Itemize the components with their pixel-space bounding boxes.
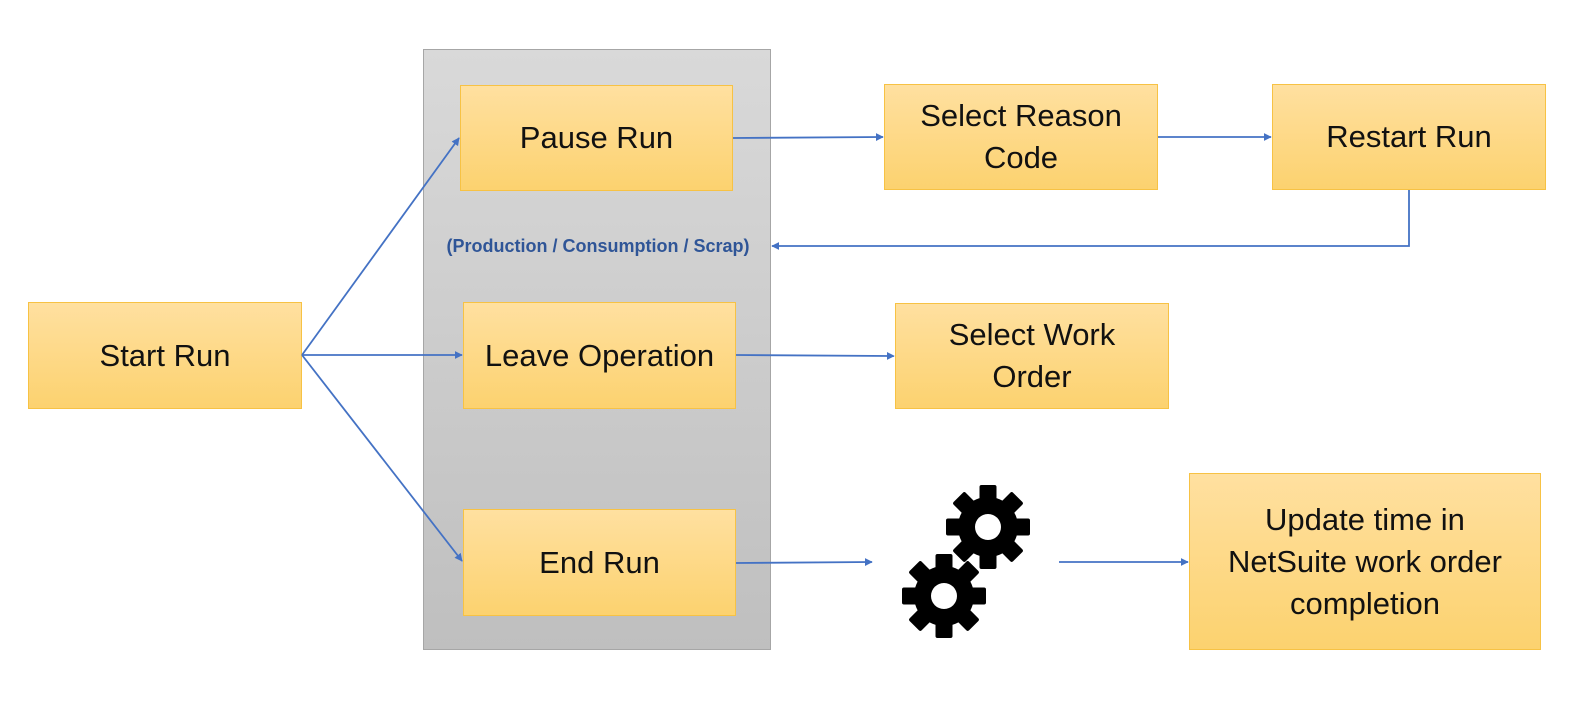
- select-work-order-label: Select Work Order: [948, 317, 1116, 394]
- arrow-leave-to-workorder: [735, 351, 895, 360]
- arrow-start-to-end: [301, 354, 463, 562]
- end-run-label: End Run: [539, 544, 660, 580]
- pause-run-node: Pause Run: [460, 85, 733, 191]
- update-time-label: Update time in NetSuite work order compl…: [1228, 501, 1502, 621]
- start-run-node: Start Run: [28, 302, 302, 409]
- select-work-order-node: Select Work Order: [895, 303, 1169, 409]
- select-reason-code-node: Select Reason Code: [884, 84, 1158, 190]
- leave-operation-label: Leave Operation: [484, 337, 715, 373]
- arrow-end-to-gears: [735, 558, 873, 567]
- update-time-node: Update time in NetSuite work order compl…: [1189, 473, 1541, 650]
- panel-note: (Production / Consumption / Scrap): [446, 236, 750, 256]
- start-run-label: Start Run: [99, 337, 231, 373]
- restart-run-label: Restart Run: [1326, 119, 1492, 154]
- arrow-pause-to-reason: [732, 133, 884, 142]
- pause-run-label: Pause Run: [519, 120, 674, 155]
- leave-operation-node: Leave Operation: [463, 302, 736, 409]
- end-run-node: End Run: [463, 509, 736, 616]
- restart-run-node: Restart Run: [1272, 84, 1546, 190]
- select-reason-code-label: Select Reason Code: [920, 98, 1122, 175]
- arrow-start-to-pause: [301, 137, 460, 356]
- arrow-restart-to-panel: [771, 190, 1410, 250]
